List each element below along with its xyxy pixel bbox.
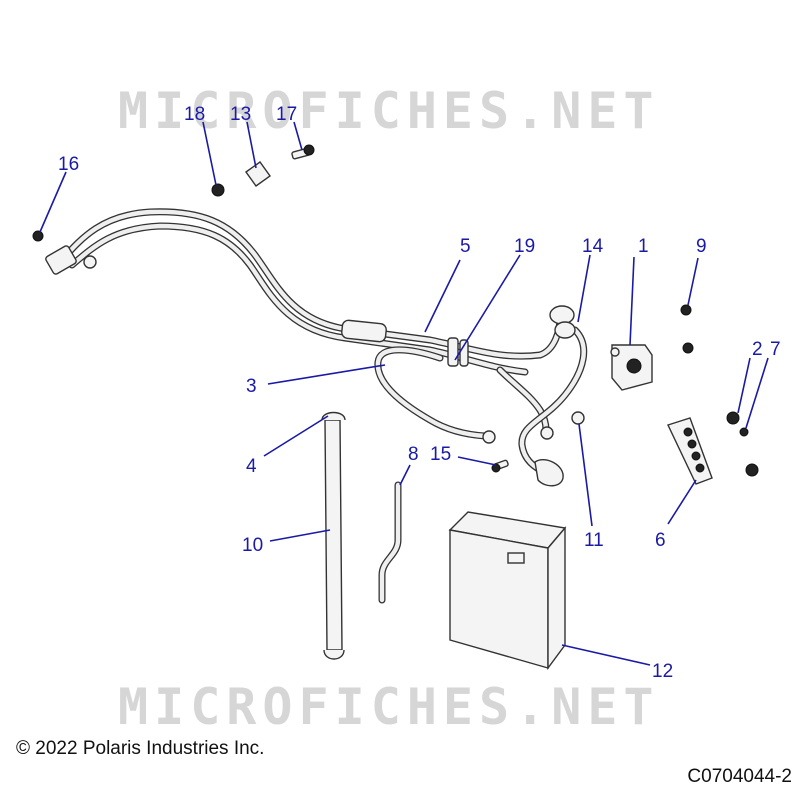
terminal-boot-lower	[554, 321, 576, 339]
callout-4: 4	[246, 456, 257, 477]
clip-13	[245, 161, 271, 187]
battery-cable	[374, 346, 554, 444]
terminal-boot-upper	[549, 305, 575, 325]
callout-18: 18	[184, 104, 205, 125]
callout-13: 13	[230, 104, 251, 125]
callout-17: 17	[276, 104, 297, 125]
battery-label	[507, 552, 525, 564]
callout-6: 6	[655, 530, 666, 551]
callout-16: 16	[58, 154, 79, 175]
watermark-bottom: MICROFICHES.NET	[118, 678, 660, 736]
fastener-2	[726, 411, 740, 425]
cable-clamp	[447, 337, 469, 367]
callout-2: 2	[752, 339, 763, 360]
fastener-18	[211, 183, 225, 197]
callout-3: 3	[246, 376, 257, 397]
callout-19: 19	[514, 236, 535, 257]
harness-end-connector	[45, 245, 77, 275]
leader-lines	[39, 121, 769, 666]
callout-12: 12	[652, 661, 673, 682]
bolt-17	[291, 144, 315, 160]
battery-cable-ring-terminal	[482, 430, 496, 444]
harness-sleeve	[341, 319, 387, 343]
battery-strap	[321, 411, 346, 660]
fastener-7	[739, 427, 749, 437]
callout-15: 15	[430, 444, 451, 465]
battery	[448, 511, 567, 671]
callout-9: 9	[696, 236, 707, 257]
fastener-9	[680, 304, 694, 354]
bolt-15	[491, 459, 509, 473]
callout-1: 1	[638, 236, 649, 257]
fastener-extra	[745, 463, 759, 477]
vent-tube	[378, 481, 402, 604]
callout-5: 5	[460, 236, 471, 257]
callout-14: 14	[582, 236, 604, 257]
solenoid-cable	[518, 305, 588, 487]
starter-solenoid	[610, 344, 653, 391]
fuse-block-bracket	[667, 417, 713, 485]
harness-ring-terminal-2	[540, 426, 554, 440]
callout-10: 10	[242, 535, 263, 556]
drawing-id: C0704044-2	[687, 766, 792, 787]
callout-11: 11	[584, 530, 604, 551]
callout-8: 8	[408, 444, 419, 465]
harness-ring-terminal	[83, 255, 97, 269]
callout-7: 7	[770, 339, 781, 360]
fastener-16	[32, 230, 44, 242]
terminal-boot-cover	[534, 459, 564, 487]
wire-harness	[45, 208, 564, 376]
watermark-top: MICROFICHES.NET	[118, 82, 660, 140]
nut-11	[571, 411, 585, 425]
copyright-text: © 2022 Polaris Industries Inc.	[16, 738, 265, 759]
